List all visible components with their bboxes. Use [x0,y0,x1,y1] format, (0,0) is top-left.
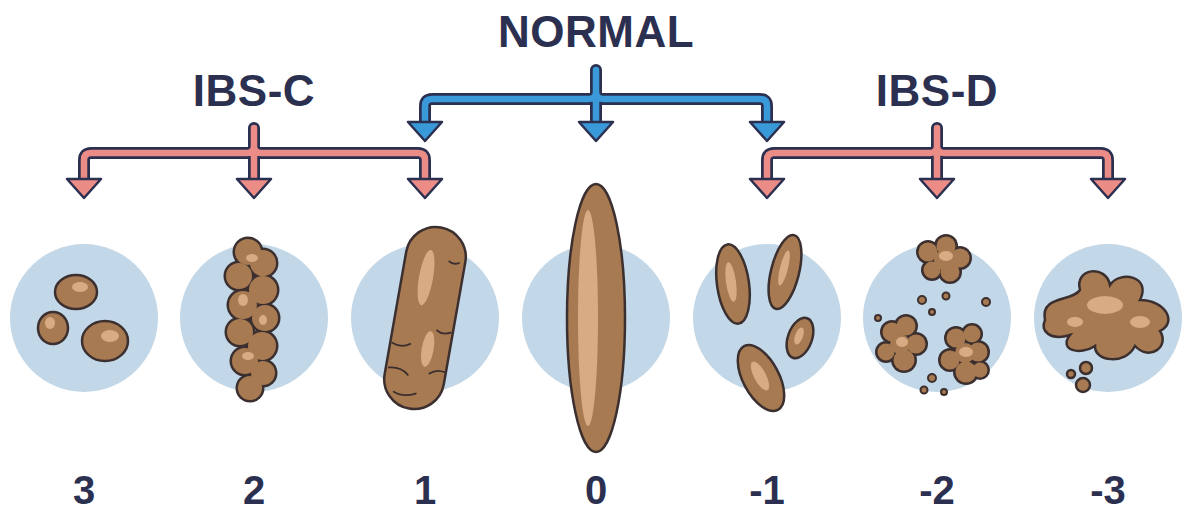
ibs-d-bracket [750,128,1125,198]
group-heading: IBS-C [193,69,315,113]
scale-number: 1 [414,470,436,510]
scale-number: -1 [749,470,785,510]
scale-number: -3 [1090,470,1126,510]
scale-number: 2 [243,470,265,510]
scale-number: 3 [73,470,95,510]
stool-type-circle: -2 [863,244,1011,392]
lumpy-sausage [224,237,281,403]
scale-number: -2 [919,470,955,510]
stool-type-circle: 3 [10,244,158,392]
stool-type-circle: 2 [180,244,328,392]
group-heading: IBS-D [876,69,998,113]
ibs-c-bracket [67,128,442,198]
watery-splat [1044,271,1169,392]
normal-bracket [408,70,784,141]
scale-number: 0 [585,470,607,510]
smooth-sausage [567,184,625,452]
stool-type-circle: 1 [351,244,499,392]
group-heading: NORMAL [498,10,694,54]
stool-type-circle: 0 [522,244,670,392]
cracked-sausage [379,222,470,414]
stool-type-circle: -3 [1034,244,1182,392]
hard-lumps [38,275,128,361]
soft-blobs [712,232,819,418]
fluffy-pieces [875,234,990,395]
stool-type-circle: -1 [693,244,841,392]
